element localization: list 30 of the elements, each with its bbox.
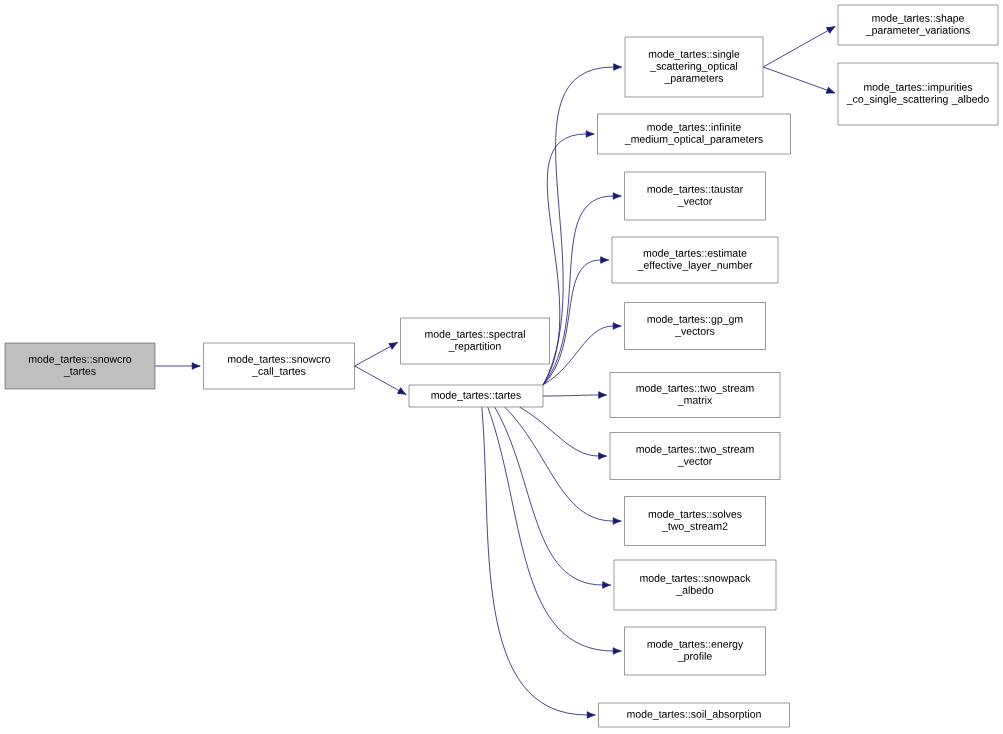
arrow (542, 391, 608, 399)
function-box: mode_tartes::single _scattering_optical _parameters (624, 36, 764, 98)
function-box: mode_tartes::snowcro _tartes (4, 342, 156, 390)
function-box: mode_tartes::gp_gm _vectors (624, 302, 766, 350)
function-box: mode_tartes::tartes (408, 384, 544, 408)
arrow (481, 406, 596, 719)
arrow (354, 342, 399, 367)
arrow (542, 256, 610, 386)
function-box: mode_tartes::energy _profile (624, 626, 766, 676)
function-box: mode_tartes::infinite _medium_optical_parameters (597, 113, 791, 155)
function-box: mode_tartes::solves _two_stream2 (624, 496, 766, 546)
function-box: mode_tartes::soil_absorption (598, 702, 790, 728)
arrow (354, 365, 407, 395)
function-box: mode_tartes::shape _parameter_variations (837, 4, 999, 46)
arrow (762, 26, 836, 68)
arrow (762, 66, 836, 94)
function-box: mode_tartes::snowpack _albedo (613, 559, 777, 611)
arrow (487, 406, 622, 655)
function-box: mode_tartes::estimate _effective_layer_number (611, 236, 779, 284)
function-box: mode_tartes::taustar _vector (624, 171, 766, 221)
arrow (504, 406, 622, 525)
arrow (519, 406, 608, 460)
function-box: mode_tartes::snowcro _call_tartes (203, 342, 355, 390)
function-box: mode_tartes::two_stream _matrix (609, 372, 781, 418)
arrow (154, 362, 201, 370)
arrow (494, 406, 612, 589)
function-box: mode_tartes::impurities _co_single_scattering _albedo (837, 62, 999, 126)
function-box: mode_tartes::spectral _repartition (400, 317, 550, 365)
arrow (542, 322, 622, 386)
function-box: mode_tartes::two_stream _vector (609, 432, 781, 480)
